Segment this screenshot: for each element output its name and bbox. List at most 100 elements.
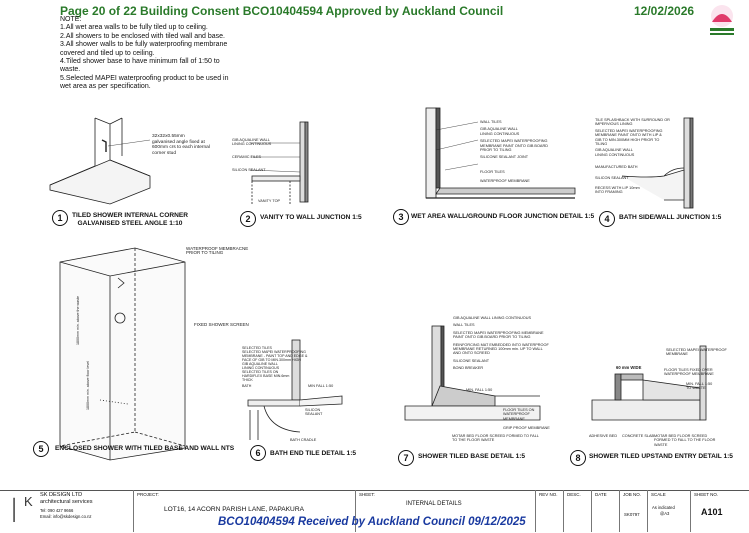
d6-labels: SELECTED TILES SELECTED MAPEI WATERPROOF… — [242, 346, 307, 388]
d7-labels-top: GIB AQUALINE WALL LINING CONTINUOUS WALL… — [453, 316, 549, 371]
scale-paper: @A3 — [660, 511, 670, 516]
firm-logo-icon: │ — [8, 499, 22, 521]
sheetno-label: SHEET NO. — [694, 492, 719, 497]
detail-6-number: 6 — [250, 445, 266, 461]
label-line: BATH — [242, 384, 252, 388]
label-line: PAINT ONTO GIB BOARD PRIOR TO TILING — [453, 335, 531, 340]
label-line: WATERPROOF MEMBRACNE — [186, 246, 249, 251]
detail-6-title: BATH END TILE DETAIL 1:5 — [270, 450, 357, 457]
detail-3-number: 3 — [393, 209, 409, 225]
label-line: SELECTED TILES — [242, 346, 272, 350]
label-line: WATERPROOF MEMBRANE — [664, 372, 714, 377]
sheet-cell: SHEET: INTERNAL DETAILS — [355, 490, 535, 532]
label-line: AND ONTO SCREED — [453, 351, 490, 356]
general-notes: NOTE: 1.All wet area walls to be fully t… — [60, 16, 260, 92]
detail-7-title: SHOWER TILED BASE DETAIL 1:5 — [418, 453, 526, 460]
firm-sub: architectural services — [40, 498, 93, 505]
label-line: SILICON SEALANT — [595, 175, 629, 180]
label-line: MEMBRANE PAINT ONTO WITH LIP & — [595, 133, 662, 138]
jobno-value: SK0797 — [624, 512, 640, 517]
label-line: SELECTED MAPEI WATERPROOFING — [480, 139, 548, 144]
note-line: 4.Tiled shower base to have minimum fall… — [60, 58, 220, 66]
label-line: MEMBRANE — [666, 352, 688, 357]
label-line: 600mm crs to each internal — [152, 145, 210, 151]
label-line: BOND BREAKER — [453, 366, 484, 371]
label-line: corner stud — [152, 150, 176, 156]
d4-labels: TILE SPLASHBACK WITH SURROUND OR IMPERVI… — [595, 118, 670, 195]
d7-label-grip: GRIP PROOF MEMBRANE — [503, 426, 550, 430]
firm-email: Email: info@skdesign.co.nz — [40, 514, 92, 520]
label-line: MOTAR BED FLOOR SCREED — [654, 434, 708, 438]
note-line: 2.All showers to be enclosed with tiled … — [60, 32, 225, 40]
label-line: MANUFACTURED BATH — [595, 165, 638, 170]
label-line: TILE SPLASHBACK WITH SURROUND OR — [595, 118, 670, 122]
received-stamp: BCO10404594 Received by Auckland Council… — [218, 516, 526, 528]
d5-label-screen: FIXED SHOWER SCREEN — [194, 322, 249, 327]
label-line: galvanised angle fixed at — [152, 139, 205, 145]
d8-label-adhesive: ADHESIVE BED — [589, 434, 618, 438]
note-line: 5.Selected MAPEI waterproofing product t… — [60, 74, 229, 82]
d8-label-width: 60 mm WIDE — [616, 365, 642, 370]
label-line: RECESS WITH LIP 10mm — [595, 186, 640, 191]
label-line: WALL TILES — [453, 323, 475, 328]
desc-label: DESC. — [567, 492, 581, 497]
label-line: SEALANT — [305, 412, 323, 417]
firm-tel: Tel: 090 427 9666 — [40, 507, 74, 513]
detail-2-title: VANITY TO WALL JUNCTION 1:5 — [260, 214, 362, 221]
title-line: GALVANISED STEEL ANGLE 1:10 — [77, 220, 183, 227]
label-line: SELECTED MAPEI WATERPROOFING — [595, 128, 663, 133]
detail-8-title: SHOWER TILED UPSTAND ENTRY DETAIL 1:5 — [589, 453, 733, 460]
note-line: covered and tiled up to ceiling. — [60, 49, 155, 57]
label-line: THICK — [242, 378, 253, 382]
label-line: WASTE — [654, 442, 668, 447]
detail-2-number: 2 — [240, 211, 256, 227]
note-line: waste. — [60, 66, 81, 74]
label-line: TILING — [595, 142, 608, 147]
d2-label-sealant: SILICON SEALANT — [232, 168, 266, 172]
detail-5-number: 5 — [33, 441, 49, 457]
label-line: REINFORCING MAT EMBEDDED INTO WATERPROOF — [453, 342, 549, 347]
date-cell: DATE — [591, 490, 619, 532]
d2-label-tiles: CERAMIC TILES — [232, 155, 262, 159]
label-line: WATERPROOF — [503, 412, 530, 417]
label-line: FORMED TO FALL TO THE FLOOR — [654, 438, 716, 443]
d3-labels-top: WALL TILES GIB AQUALINE WALL LINING CONT… — [480, 120, 548, 184]
notes-heading: NOTE: — [60, 16, 82, 23]
label-line: FLOOR TILES FIXED OVER — [664, 368, 713, 372]
label-line: HARDIFLEX BASE MIN.6mm — [242, 374, 290, 378]
project-cell: PROJECT: LOT16, 14 ACORN PARISH LANE, PA… — [133, 490, 355, 532]
label-line: MEMBRANE PAINT ONTO GIB BOARD — [480, 143, 548, 148]
label-line: GIB AQUALINE WALL — [232, 138, 270, 142]
scale-label: SCALE — [651, 492, 666, 497]
sheetno-value: A101 — [701, 507, 723, 517]
sheet-name: INTERNAL DETAILS — [406, 501, 462, 507]
jobno-cell: JOB NO. SK0797 — [619, 490, 647, 532]
label-line: FLOOR TILES ON — [503, 408, 535, 412]
label-line: INTO FRAMING — [595, 190, 623, 195]
firm-details: SK DESIGN LTD architectural services Tel… — [40, 492, 93, 521]
label-line: LINING CONTINUOUS — [480, 131, 520, 136]
project-name: LOT16, 14 ACORN PARISH LANE, PAPAKURA — [164, 506, 304, 513]
label-line: GIB AQUALINE WALL — [242, 362, 278, 366]
title-block — [0, 490, 749, 533]
detail-3-title: WET AREA WALL/GROUND FLOOR JUNCTION DETA… — [411, 213, 595, 220]
label-line: SELECTED TILES ON — [242, 370, 279, 374]
note-line: 1.All wet area walls to be fully tiled u… — [60, 24, 208, 32]
label-line: LINING CONTINUOUS — [232, 142, 272, 147]
firm-name: SK DESIGN LTD — [40, 492, 83, 498]
label-line: WATERPROOF MEMBRANE — [480, 179, 530, 184]
rev-label: REV NO. — [539, 492, 558, 497]
label-line: PRIOR TO TILING — [186, 250, 224, 256]
rev-cell: REV NO. — [535, 490, 563, 532]
label-line: SILICONE SEALANT — [453, 358, 490, 363]
